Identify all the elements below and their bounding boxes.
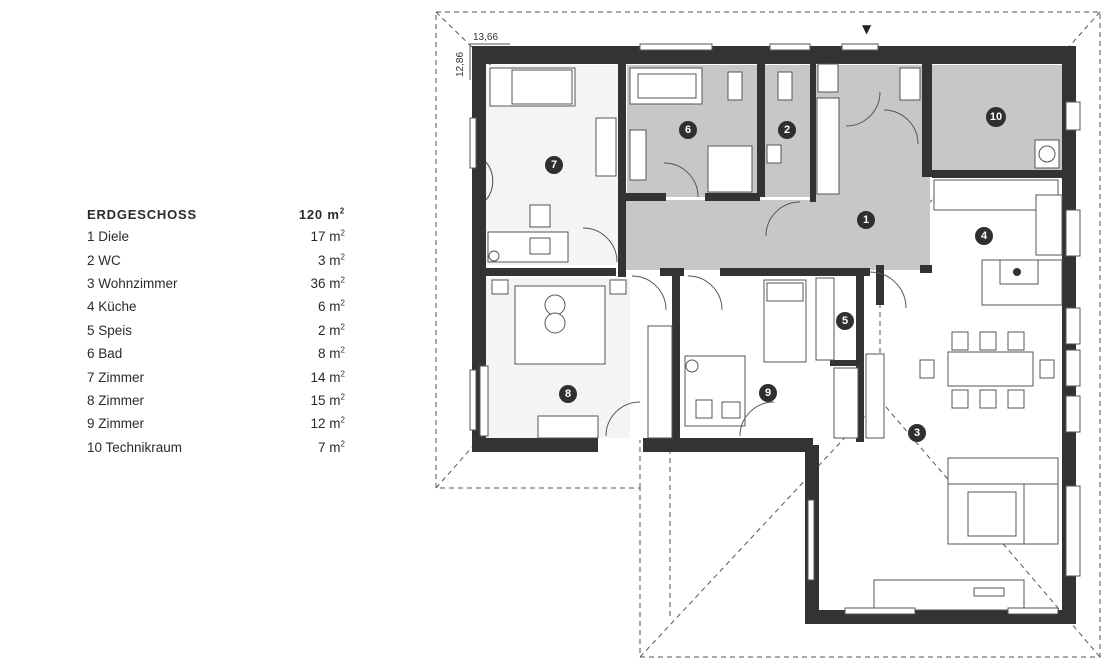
walls (472, 46, 1076, 624)
legend-row: 1 Diele 17 m2 (87, 225, 345, 248)
svg-text:4: 4 (981, 230, 988, 242)
legend-header: ERDGESCHOSS 120 m2 (87, 203, 345, 225)
badge-room-9: 9 (759, 384, 777, 402)
svg-text:7: 7 (551, 159, 557, 171)
svg-text:2: 2 (784, 124, 790, 136)
svg-text:10: 10 (990, 111, 1002, 123)
room-area: 12 m2 (310, 415, 345, 432)
room-name: 5 Speis (87, 322, 133, 338)
room-name: 1 Diele (87, 229, 130, 245)
badge-room-7: 7 (545, 156, 563, 174)
badge-room-3: 3 (908, 424, 926, 442)
legend-row: 7 Zimmer 14 m2 (87, 365, 345, 388)
badge-room-10: 10 (986, 107, 1006, 127)
room-name: 2 WC (87, 252, 121, 268)
svg-text:9: 9 (765, 387, 771, 399)
svg-text:8: 8 (565, 388, 571, 400)
room-name: 6 Bad (87, 346, 123, 362)
badge-room-4: 4 (975, 227, 993, 245)
legend-row: 6 Bad 8 m2 (87, 342, 345, 365)
badge-room-5: 5 (836, 312, 854, 330)
badge-room-8: 8 (559, 385, 577, 403)
legend-row: 5 Speis 2 m2 (87, 319, 345, 342)
room-name: 7 Zimmer (87, 369, 144, 385)
room-area: 17 m2 (310, 228, 345, 245)
legend-title: ERDGESCHOSS (87, 206, 197, 222)
room-area: 3 m2 (318, 252, 345, 268)
badge-room-1: 1 (857, 211, 875, 229)
legend-total-area: 120 m2 (298, 206, 345, 222)
legend-row: 4 Küche 6 m2 (87, 295, 345, 318)
room-area: 2 m2 (318, 322, 345, 338)
room-name: 8 Zimmer (87, 392, 144, 408)
legend-row: 3 Wohnzimmer 36 m2 (87, 272, 345, 295)
legend-row: 10 Technikraum 7 m2 (87, 436, 345, 459)
entrance-marker: ▼ (862, 22, 872, 36)
dimension-depth: 12,86 (455, 52, 466, 77)
legend-row: 9 Zimmer 12 m2 (87, 412, 345, 435)
room-area: 15 m2 (310, 392, 345, 408)
dimension-marks: 13,66 12,86 ▼ (455, 22, 872, 80)
badge-room-2: 2 (778, 121, 796, 139)
room-area: 8 m2 (318, 345, 345, 362)
svg-text:6: 6 (685, 124, 691, 136)
room-area: 7 m2 (318, 439, 345, 455)
furniture (469, 43, 1081, 615)
legend-row: 8 Zimmer 15 m2 (87, 389, 345, 412)
area-legend: ERDGESCHOSS 120 m2 1 Diele 17 m2 2 WC 3 m2 3… (87, 203, 345, 459)
dimension-width: 13,66 (473, 32, 498, 43)
room-name: 10 Technikraum (87, 439, 183, 455)
room-name: 9 Zimmer (87, 416, 144, 432)
svg-text:1: 1 (863, 214, 869, 226)
badge-room-6: 6 (679, 121, 697, 139)
room-area: 6 m2 (318, 298, 345, 315)
legend-row: 2 WC 3 m2 (87, 248, 345, 271)
room-name: 3 Wohnzimmer (87, 275, 178, 291)
svg-text:5: 5 (842, 315, 848, 327)
svg-text:3: 3 (914, 427, 920, 439)
room-badges: 1 2 3 4 5 6 7 8 9 10 (545, 107, 1006, 442)
room-area: 14 m2 (310, 369, 345, 385)
room-area: 36 m2 (310, 275, 345, 291)
room-name: 4 Küche (87, 299, 137, 315)
